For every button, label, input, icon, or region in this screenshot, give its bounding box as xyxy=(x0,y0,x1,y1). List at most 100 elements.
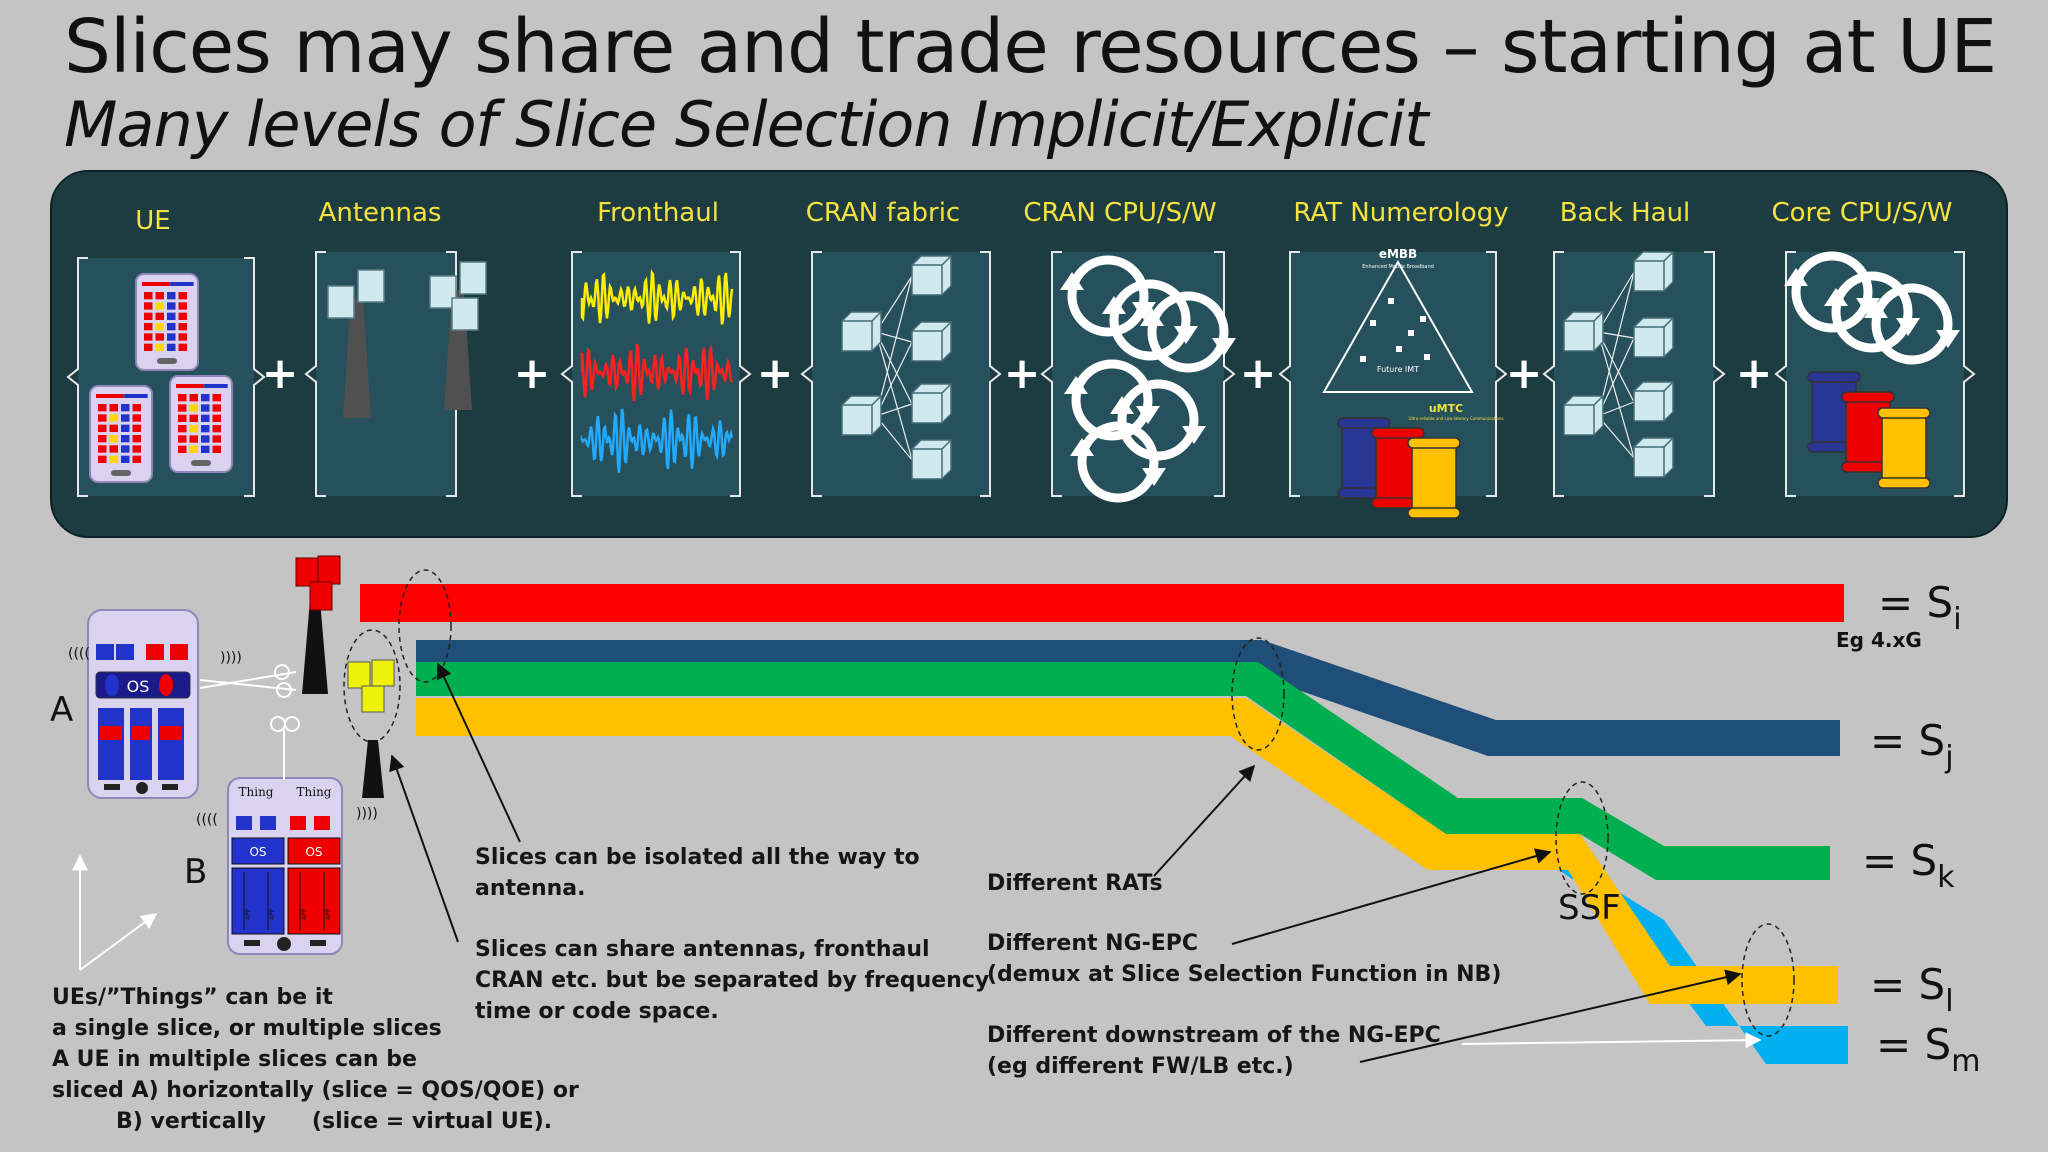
rat-umtc-label: uMTC xyxy=(1429,402,1463,415)
phone-tile xyxy=(121,445,130,453)
slice-label-i: = Si xyxy=(1878,578,1962,637)
antenna-panel xyxy=(357,269,385,303)
phone-tile xyxy=(98,445,107,453)
phone-tile xyxy=(167,312,176,320)
right-bracket xyxy=(244,257,266,497)
rat-scroll xyxy=(1411,443,1457,513)
cpu-cycle-icon xyxy=(1077,421,1159,503)
phone-tile xyxy=(178,302,187,310)
yellow-antenna-panel xyxy=(347,661,371,689)
fabric-link xyxy=(1597,271,1635,333)
antenna-panel xyxy=(327,285,355,319)
phone-tile xyxy=(98,424,107,432)
device-b-os-box xyxy=(287,837,341,865)
note-downstream-line: Different downstream of the NG-EPC xyxy=(987,1023,1441,1048)
signal-icon: )))) xyxy=(356,806,378,822)
right-bracket xyxy=(1486,251,1508,497)
device-a-os-slice xyxy=(159,674,173,696)
note-ue-line: sliced A) horizontally (slice = QOS/QOE)… xyxy=(52,1078,579,1103)
plus-sign: + xyxy=(262,348,299,399)
rat-icon xyxy=(1396,346,1402,352)
cycle-arrowhead xyxy=(1070,438,1094,456)
device-b-app-label: APP xyxy=(325,908,332,920)
note-ue: UEs/”Things” can be it a single slice, o… xyxy=(52,982,579,1137)
eg-label: Eg 4.xG xyxy=(1836,628,1922,652)
cpu-cycle-icon xyxy=(1147,291,1229,373)
slice-band-k xyxy=(416,662,1830,880)
device-b-button xyxy=(244,940,260,946)
cut-line xyxy=(199,679,297,691)
cube-edge xyxy=(842,311,882,351)
fabric-link xyxy=(1597,337,1635,417)
phone-tile xyxy=(201,445,210,453)
red-antenna-tower xyxy=(302,600,328,694)
rat-triangle xyxy=(1322,259,1474,393)
cycle-arrowhead xyxy=(1936,330,1960,348)
phone-button xyxy=(191,460,211,466)
device-a-button xyxy=(104,784,120,790)
antenna-tower xyxy=(343,298,371,418)
phone-tile xyxy=(109,404,118,412)
phone-tile xyxy=(98,455,107,463)
isolated-pointer-arrow xyxy=(436,662,521,843)
plus-sign: + xyxy=(1004,348,1041,399)
cycle-arrowhead xyxy=(1896,318,1920,336)
phone-tile xyxy=(109,414,118,422)
slice-band-m xyxy=(1528,850,1848,1064)
phone-tile xyxy=(109,435,118,443)
phone-tile xyxy=(178,425,187,433)
downstream-pointer-arrow xyxy=(1359,969,1742,1063)
phone-tile xyxy=(178,404,187,412)
device-a-button xyxy=(162,784,178,790)
fabric-link xyxy=(1597,401,1635,417)
phone-tile xyxy=(201,414,210,422)
left-bracket xyxy=(1774,251,1796,497)
note-ue-line: UEs/”Things” can be it xyxy=(52,985,333,1010)
fronthaul-wave xyxy=(580,268,734,325)
phone-tile xyxy=(167,292,176,300)
note-ngepc-line: (demux at Slice Selection Function in NB… xyxy=(987,962,1502,987)
note-share-line: time or code space. xyxy=(475,999,719,1024)
rat-embb-sub: Enhanced Mobile Broadband xyxy=(1362,264,1434,270)
phone-tile xyxy=(109,445,118,453)
cube-edge xyxy=(1564,395,1604,435)
phone-tile xyxy=(167,343,176,351)
red-antenna-panel xyxy=(317,555,341,585)
device-a-app-slot xyxy=(160,726,182,740)
phone-tile xyxy=(144,323,153,331)
device-a-app-slot xyxy=(100,726,122,740)
slide-subtitle: Many levels of Slice Selection Implicit/… xyxy=(64,88,1429,161)
device-b-app-area xyxy=(287,867,341,935)
phone-tile xyxy=(109,455,118,463)
fabric-link xyxy=(1597,415,1635,459)
phone-tile xyxy=(178,394,187,402)
scroll-roll xyxy=(1807,371,1861,383)
fabric-link xyxy=(1597,331,1635,403)
fabric-link xyxy=(875,415,913,461)
phone-tile xyxy=(155,292,164,300)
phone-tile xyxy=(132,414,141,422)
phone-bar xyxy=(124,394,148,398)
core-cycle-icon xyxy=(1791,251,1873,333)
phone-tile xyxy=(189,425,198,433)
slice-label-j: = Sj xyxy=(1870,716,1954,775)
device-a-key xyxy=(116,644,134,660)
scroll-roll xyxy=(1841,391,1895,403)
left-bracket xyxy=(800,251,822,497)
phone-tile xyxy=(132,404,141,412)
cycle-arrowhead xyxy=(1856,298,1880,316)
right-bracket xyxy=(730,251,752,497)
stage-label: UE xyxy=(135,206,171,236)
fronthaul-wave xyxy=(580,408,734,473)
phone-tile xyxy=(144,343,153,351)
right-bracket xyxy=(1214,251,1236,497)
phone-tile xyxy=(212,404,221,412)
note-isolated: Slices can be isolated all the way to an… xyxy=(475,842,920,904)
note-ue-line: a single slice, or multiple slices xyxy=(52,1016,442,1041)
plus-sign: + xyxy=(514,348,551,399)
left-bracket xyxy=(66,257,88,497)
phone-tile xyxy=(212,435,221,443)
plus-sign: + xyxy=(1736,348,1773,399)
phone-tile xyxy=(132,445,141,453)
